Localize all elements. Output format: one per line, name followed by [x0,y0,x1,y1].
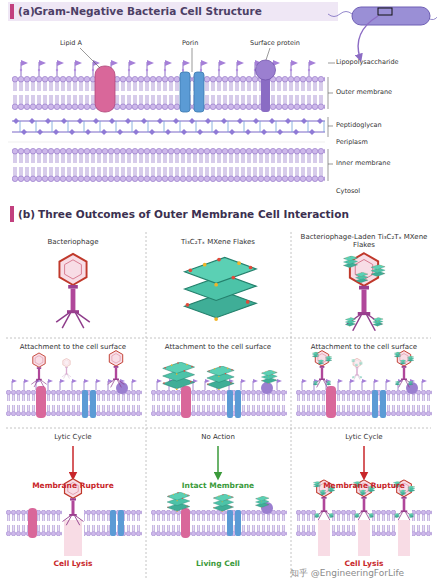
result-label: Cell Lysis [5,560,141,569]
column-heading: Bacteriophage-Laden Ti₃C₂Tₓ MXene Flakes [298,233,430,249]
header-band [8,2,338,21]
phage-laden-flake-icon [351,358,362,379]
header-bar [10,206,14,222]
stage-label: Lytic Cycle [296,433,432,441]
part-label: Periplasm [336,139,368,146]
mxene-flake-icon [255,496,269,508]
part-label: Porin [182,40,198,47]
mxene-flake-icon [167,492,190,512]
phage-laden-flake-icon [394,351,414,388]
mxene-flake-icon [185,257,257,320]
panel-letter: (a) [18,5,35,17]
peptidoglycan-layer [12,116,325,138]
result-label: Cell Lysis [296,560,432,569]
stage-label: Attachment to the cell surface [296,343,432,351]
leader-lines [80,48,335,181]
porin-shape [180,72,204,112]
stage-label: No Action [150,433,286,441]
column-dividers [6,232,431,580]
mxene-flake-icon [213,494,233,512]
stage-label: Attachment to the cell surface [150,343,286,351]
column-heading: Ti₃C₂Tₓ MXene Flakes [150,238,286,246]
outcome-label: Membrane Rupture [5,482,141,491]
outcome-arrow [363,446,365,476]
outcome-label: Intact Membrane [150,482,286,491]
mxene-flake-icon [261,370,277,384]
mxene-flake-icon [163,362,195,390]
outcome-label: Membrane Rupture [296,482,432,491]
part-label: Outer membrane [336,89,392,96]
bacteriophage-icon [108,351,125,388]
surface-protein-shape [256,60,276,112]
periplasm-line [8,142,325,143]
bacterium-icon [328,7,437,58]
part-label: Cytosol [336,188,360,195]
stage-label: Lytic Cycle [5,433,141,441]
header-bar [10,4,14,19]
outer-membrane [12,76,325,110]
lipid-a-shape [95,66,115,112]
part-label: Surface protein [250,40,300,47]
bacteriophage-icon [62,358,71,378]
panel-heading: Gram-Negative Bacteria Cell Structure [34,5,262,17]
stage-label: Attachment to the cell surface [5,343,141,351]
part-label: Lipopolysaccharide [336,59,399,66]
membrane-proteins [36,382,418,418]
part-label: Inner membrane [336,160,390,167]
membrane-rupture [62,508,412,556]
column-heading: Bacteriophage [5,238,141,246]
outcome-arrow [217,446,219,476]
mxene-flake-icon [207,366,234,390]
phage-laden-flake-icon [312,351,332,388]
bacteriophage-icon [56,254,90,328]
result-label: Living Cell [150,560,286,569]
watermark: 知乎 @EngineeringForLife [290,568,404,578]
outcome-arrow [72,446,74,476]
inner-membrane [12,148,325,182]
panel-letter: (b) [18,208,35,220]
phage-laden-flake-icon [343,253,385,331]
panel-heading: Three Outcomes of Outer Membrane Cell In… [38,208,349,220]
part-label: Lipid A [60,40,82,47]
bacteriophage-icon [31,353,46,387]
part-label: Peptidoglycan [336,122,382,129]
lipopolysaccharide-layer [12,58,325,76]
